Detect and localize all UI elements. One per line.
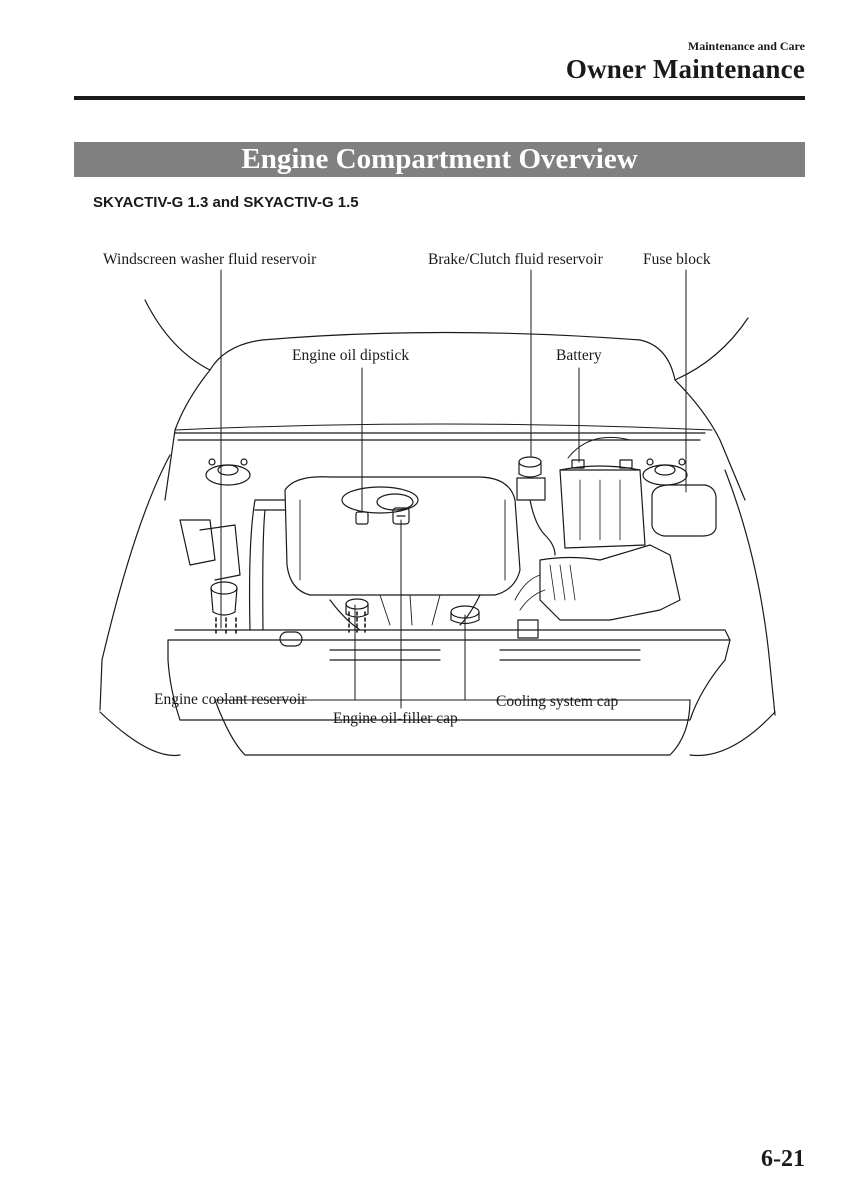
hood-outline	[144, 299, 749, 501]
fender-outline	[99, 454, 776, 757]
label-fuse-block: Fuse block	[643, 251, 711, 268]
strut-tower-left	[205, 458, 251, 486]
battery-body	[559, 436, 646, 549]
header-rule	[74, 96, 805, 100]
air-intake	[514, 544, 681, 639]
fuse-block-body	[651, 484, 717, 537]
leader-dashes	[215, 611, 366, 635]
washer-reservoir-cap	[210, 581, 238, 616]
label-cooling-system-cap: Cooling system cap	[496, 693, 619, 710]
strut-tower-right	[642, 458, 688, 486]
chapter-title: Owner Maintenance	[565, 54, 805, 84]
section-banner: Engine Compartment Overview	[74, 142, 805, 177]
engine-cover	[284, 476, 521, 631]
left-hoses	[179, 499, 286, 631]
brake-fluid-reservoir	[516, 456, 556, 556]
label-engine-coolant-reservoir: Engine coolant reservoir	[154, 691, 307, 708]
page-number: 6-21	[761, 1146, 805, 1172]
label-washer-fluid-reservoir: Windscreen washer fluid reservoir	[103, 251, 317, 268]
coolant-reservoir-cap	[345, 598, 369, 618]
label-battery: Battery	[556, 347, 602, 364]
label-brake-clutch-fluid-reservoir: Brake/Clutch fluid reservoir	[428, 251, 603, 268]
label-engine-oil-dipstick: Engine oil dipstick	[292, 347, 410, 364]
radiator-support	[167, 629, 731, 756]
dipstick-handle	[355, 511, 369, 525]
section-title: Maintenance and Care	[687, 39, 805, 53]
model-subheading: SKYACTIV-G 1.3 and SKYACTIV-G 1.5	[93, 194, 359, 211]
leader-lines	[220, 269, 687, 709]
label-engine-oil-filler-cap: Engine oil-filler cap	[333, 710, 458, 727]
